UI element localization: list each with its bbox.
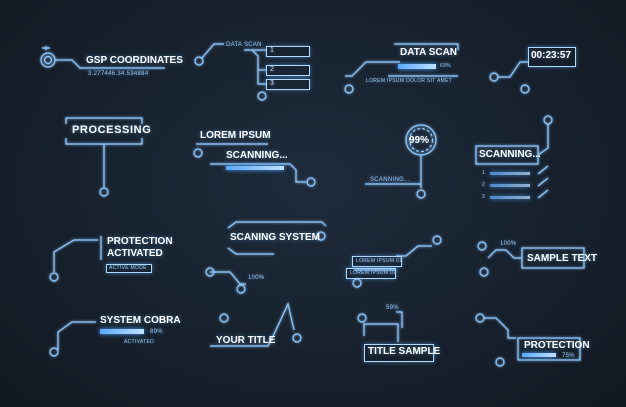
lorem-subtitle: SCANNING... — [226, 150, 288, 161]
timer-frame — [528, 47, 576, 67]
your-title-lines — [210, 302, 302, 347]
circle-lines — [365, 124, 437, 199]
scanning-list-title: SCANNING... — [479, 149, 541, 160]
title-sample-lines — [357, 311, 403, 342]
scaning-system-lines — [205, 221, 327, 294]
scanning-list-bar-2 — [490, 184, 530, 187]
lorem-lines — [193, 143, 316, 187]
title-sample-percent: 59% — [386, 305, 399, 311]
datascan-subtitle: LOREM IPSUM DOLOR SIT AMET — [366, 78, 453, 84]
datascan-list-item-box-2 — [266, 65, 310, 76]
scaning-system-title: SCANING SYSTEM — [230, 232, 321, 243]
system-cobra-progress-bar — [100, 329, 144, 334]
datascan-list-label: DATA SCAN — [226, 42, 262, 48]
datascan-list-item-box-1 — [266, 46, 310, 57]
datascan-list-item-2: 2 — [270, 66, 274, 73]
scanning-list-item-1: 1 — [482, 170, 486, 176]
scaning-system-percent: 100% — [248, 275, 265, 281]
protection-activated-tag: ACTIVE MODE — [109, 265, 147, 271]
scanning-list-item-3: 3 — [482, 194, 486, 200]
datascan-percent: 69% — [440, 63, 451, 69]
title-sample-frame — [364, 344, 434, 362]
scanning-list-bar-3 — [490, 196, 530, 199]
lorem-progress-bar — [226, 166, 284, 170]
gsp-title: GSP COORDINATES — [86, 55, 183, 66]
system-cobra-percent: 89% — [150, 329, 163, 335]
datascan-progress-bar — [398, 64, 436, 69]
circle-label: SCANNING... — [370, 177, 410, 183]
protection-lines — [475, 313, 581, 367]
system-cobra-lines — [49, 321, 96, 357]
protection-percent: 75% — [562, 353, 575, 359]
datascan-list-item-1: 1 — [270, 47, 274, 54]
gsp-callout-lines — [40, 46, 165, 69]
system-cobra-status: ACTIVATED — [124, 339, 155, 345]
lorem-title: LOREM IPSUM — [200, 130, 271, 141]
title-sample-title: TITLE SAMPLE — [368, 346, 441, 357]
your-title-title: YOUR TITLE — [216, 335, 276, 346]
timer-value: 00:23:57 — [531, 50, 572, 61]
sample-text-percent: 100% — [500, 241, 517, 247]
protection-title: PROTECTION — [524, 340, 590, 351]
lorem-tag2-frame — [346, 268, 396, 279]
lorem-tag1: LOREM IPSUM 01 — [356, 258, 403, 264]
protection-progress-bar — [522, 353, 556, 357]
system-cobra-title: SYSTEM COBRA — [100, 315, 181, 326]
protection-activated-lines — [49, 236, 102, 282]
lorem-tag1-frame — [352, 256, 402, 267]
protection-activated-line2: ACTIVATED — [107, 248, 163, 259]
processing-title: PROCESSING — [72, 124, 152, 136]
protection-activated-tag-frame — [106, 264, 152, 273]
lorem-tag2: LOREM IPSUM 02 — [350, 270, 397, 276]
scanning-list-item-2: 2 — [482, 182, 486, 188]
circle-percent: 99% — [409, 135, 430, 146]
datascan-list-item-3: 3 — [270, 80, 274, 87]
scanning-list-lines — [475, 115, 553, 199]
datascan-lines — [344, 43, 459, 94]
datascan-list-lines — [194, 43, 267, 101]
protection-activated-line1: PROTECTION — [107, 236, 173, 247]
processing-lines — [65, 117, 143, 197]
scanning-list-bar-1 — [490, 172, 530, 175]
gsp-coords: 3.277446.34.534884 — [88, 71, 149, 77]
sample-text-lines — [477, 241, 585, 277]
sample-text-title: SAMPLE TEXT — [527, 253, 598, 264]
timer-lines — [489, 61, 530, 94]
datascan-list-item-box-3 — [266, 79, 310, 90]
datascan-title: DATA SCAN — [400, 47, 458, 58]
